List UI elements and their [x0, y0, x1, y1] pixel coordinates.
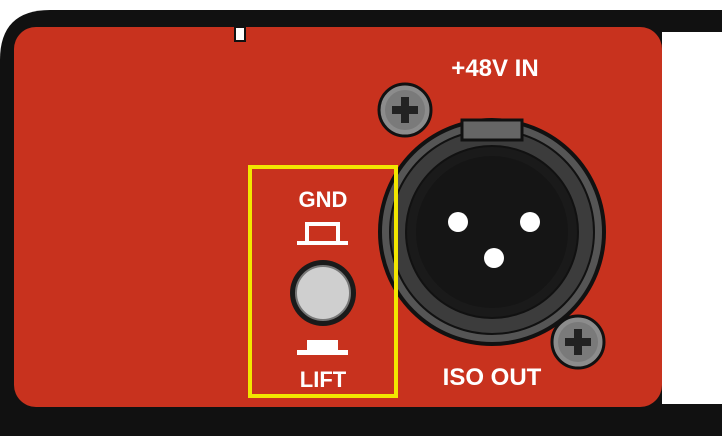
switch-up-icon [297, 222, 348, 245]
xlr-latch[interactable] [460, 118, 524, 142]
switch-down-icon [297, 340, 348, 355]
panel-notch [234, 26, 246, 42]
xlr-pin-2 [520, 212, 540, 232]
phantom-power-label: +48V IN [451, 55, 538, 82]
lift-label: LIFT [300, 367, 347, 392]
xlr-pin-1 [448, 212, 468, 232]
xlr-connector[interactable] [378, 118, 606, 346]
screw-bottom-icon [550, 314, 606, 370]
ground-lift-highlight [248, 165, 398, 398]
iso-out-label: ISO OUT [443, 364, 542, 391]
screw-top-icon [377, 82, 433, 138]
ground-lift-button[interactable] [290, 260, 356, 326]
gnd-label: GND [299, 187, 348, 212]
xlr-pin-3 [484, 248, 504, 268]
chassis-side [662, 32, 722, 404]
